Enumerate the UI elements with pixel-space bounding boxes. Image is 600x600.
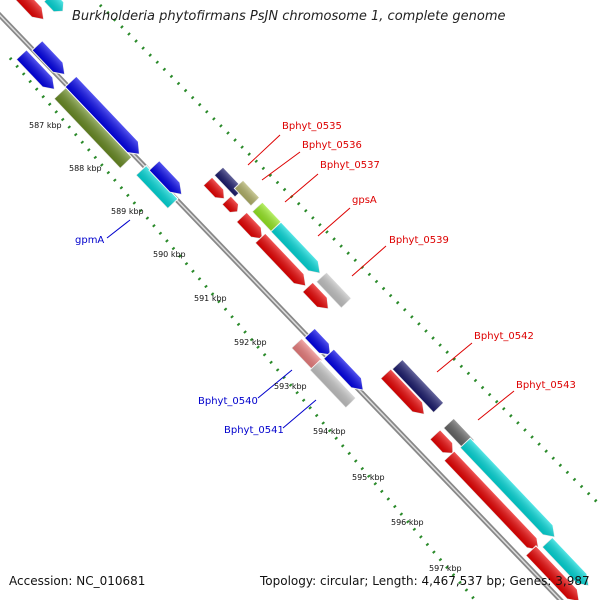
gene-label-bphyt-0539[interactable]: Bphyt_0539 (389, 235, 449, 246)
gene-arrow-blue[interactable] (148, 159, 187, 200)
gene-arrow-blue[interactable] (64, 75, 145, 160)
tick-label: 592 kbp (234, 338, 267, 347)
leader-bphyt-0543 (477, 390, 515, 421)
gene-arrow-top-red[interactable] (10, 0, 49, 24)
gene-arrow-red[interactable] (221, 195, 242, 216)
gene-box-bphyt-0539[interactable] (315, 271, 353, 309)
gene-arrow-red[interactable] (379, 368, 430, 419)
gene-label-bphyt-0541[interactable]: Bphyt_0541 (224, 425, 284, 436)
leader-bphyt-0540 (257, 369, 293, 399)
gene-arrow-cyan[interactable] (459, 437, 560, 542)
leader-bphyt-0535 (247, 134, 281, 166)
gene-arrow-blue[interactable] (323, 348, 369, 395)
leader-bphyt-0541 (282, 399, 317, 429)
tick-label: 597 kbp (429, 564, 462, 573)
gene-arrow-red[interactable] (235, 211, 268, 243)
gene-arrow-red[interactable] (525, 545, 584, 600)
gene-arrow-cyan[interactable] (541, 536, 593, 590)
gene-arrow-red[interactable] (202, 176, 228, 203)
gene-box-bphyt-0541[interactable] (309, 359, 357, 409)
gene-arrow-blue[interactable] (31, 39, 70, 80)
leader-bphyt-0542 (436, 342, 473, 373)
leader-gpmA (106, 219, 131, 239)
gene-label-bphyt-0540[interactable]: Bphyt_0540 (198, 396, 258, 407)
gene-arrow-blue[interactable] (303, 327, 336, 359)
gene-label-bphyt-0537[interactable]: Bphyt_0537 (320, 160, 380, 171)
tick-label: 596 kbp (391, 518, 424, 527)
gene-arrow-red[interactable] (254, 232, 311, 291)
leader-lines (106, 134, 515, 429)
tick-label: 590 kbp (153, 250, 186, 259)
gene-box-olive[interactable] (53, 86, 133, 170)
map-title: Burkholderia phytofirmans PsJN chromosom… (72, 9, 506, 24)
gene-arrow-red[interactable] (301, 281, 334, 313)
gene-label-gpsA[interactable]: gpsA (352, 195, 377, 206)
gene-label-bphyt-0535[interactable]: Bphyt_0535 (282, 121, 342, 132)
gene-box-bphyt-0542[interactable] (391, 358, 445, 414)
gene-arrow-gpsA[interactable] (270, 221, 325, 278)
accession-text: Accession: NC_010681 (9, 574, 146, 588)
tick-label: 594 kbp (313, 427, 346, 436)
gene-arrow-blue[interactable] (15, 49, 59, 94)
leader-bphyt-0539 (351, 245, 387, 277)
gene-label-bphyt-0542[interactable]: Bphyt_0542 (474, 331, 534, 342)
gene-arrow-red[interactable] (429, 429, 458, 458)
genome-info-text: Topology: circular; Length: 4,467,537 bp… (260, 574, 590, 588)
gene-label-bphyt-0543[interactable]: Bphyt_0543 (516, 380, 576, 391)
gene-label-bphyt-0536[interactable]: Bphyt_0536 (302, 140, 362, 151)
tick-label: 587 kbp (29, 121, 62, 130)
tick-label: 593 kbp (274, 382, 307, 391)
tick-label: 588 kbp (69, 164, 102, 173)
gene-label-gpmA[interactable]: gpmA (75, 235, 105, 246)
tick-label: 589 kbp (111, 207, 144, 216)
tick-label: 595 kbp (352, 473, 385, 482)
leader-gpsA (317, 207, 351, 237)
gene-arrow-top-cyan[interactable] (43, 0, 68, 16)
tick-label: 591 kbp (194, 294, 227, 303)
gene-track (10, 0, 593, 600)
gene-box-bphyt-0536[interactable] (233, 179, 261, 207)
leader-bphyt-0536 (261, 151, 301, 181)
leader-bphyt-0537 (284, 173, 319, 203)
